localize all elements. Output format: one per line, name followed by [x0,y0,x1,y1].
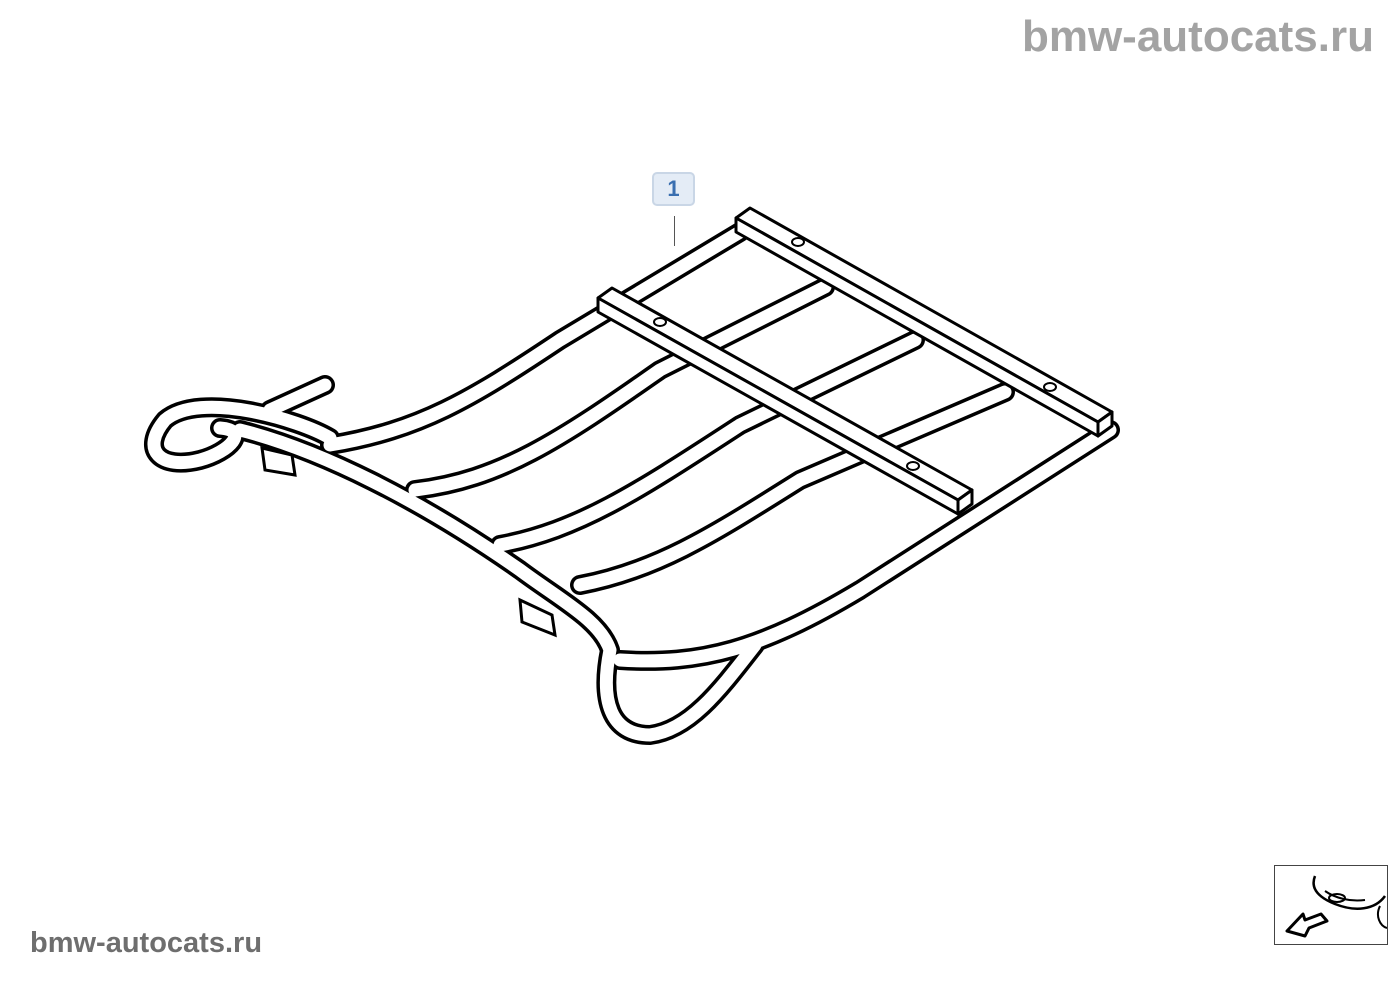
nav-thumbnail-button[interactable] [1274,865,1388,945]
watermark-top: bmw-autocats.ru [1021,12,1374,61]
cross-bar [596,206,1114,516]
car-front-back-arrow-icon [1285,875,1387,938]
part-callout-1[interactable]: 1 [652,172,695,206]
callout-leader-line [674,216,675,246]
watermark-bottom: bmw-autocats.ru [30,927,263,959]
mounting-clip [518,597,557,638]
bolt-hole [653,237,1057,471]
mounting-clip [260,446,297,477]
